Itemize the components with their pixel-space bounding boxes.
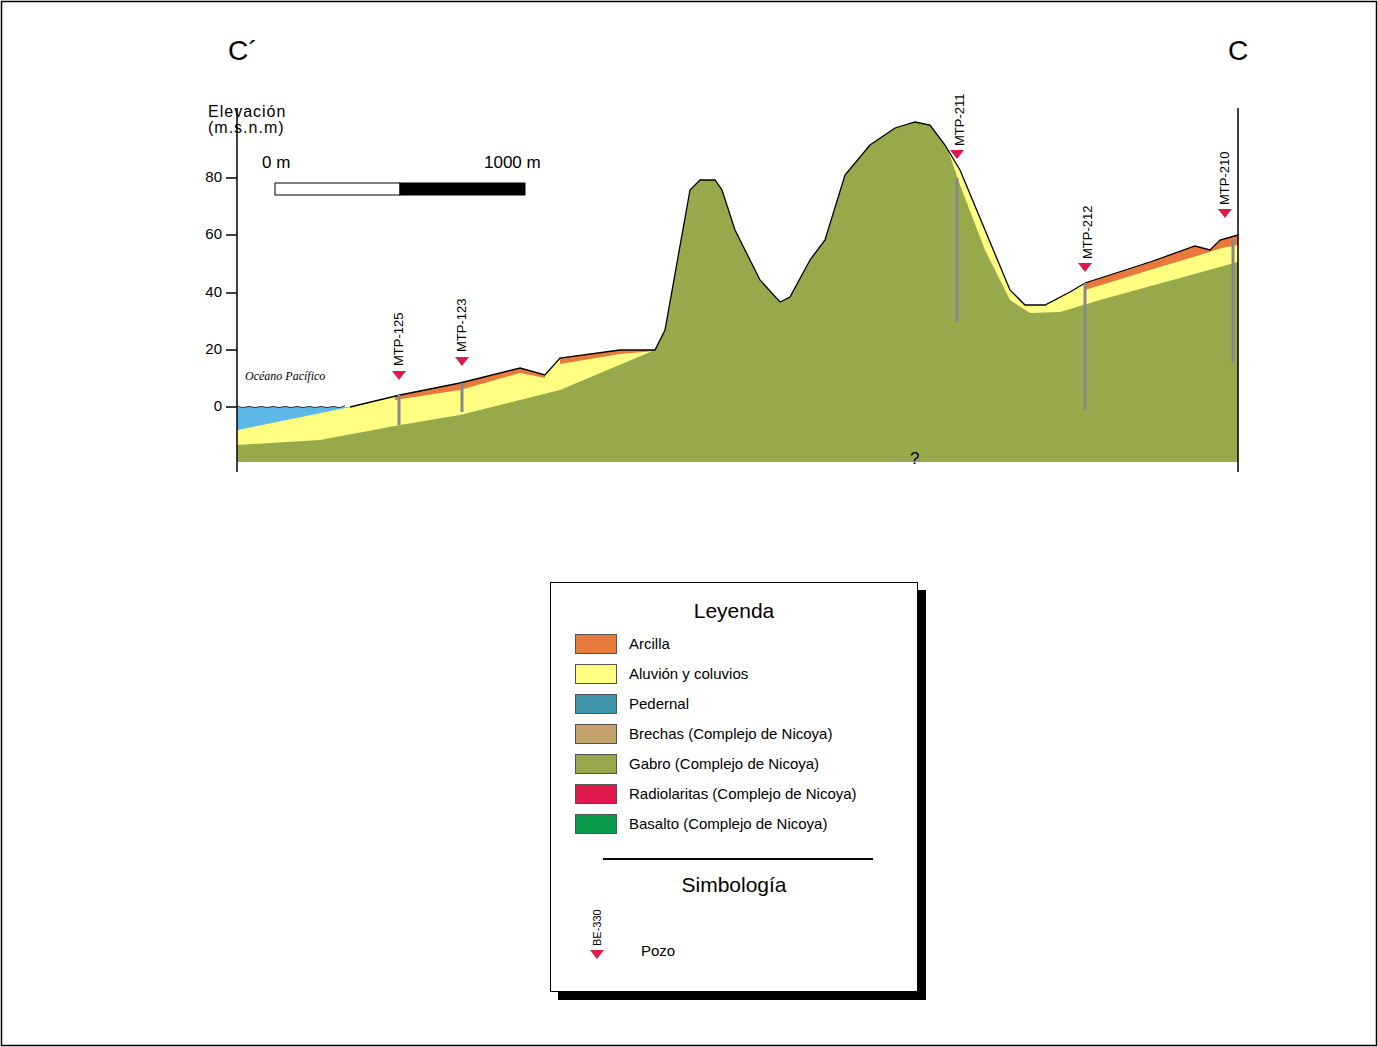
clay-layer [395,368,545,400]
legend-divider [603,858,873,860]
gabro-layer [237,122,1238,462]
legend-text: Radiolaritas (Complejo de Nicoya) [629,785,857,802]
well-bore [1084,283,1087,410]
tick-label: 40 [205,284,222,301]
well-bore [461,383,464,412]
tick-label: 0 [214,398,222,415]
well-name: MTP-210 [1218,152,1232,205]
legend-text: Arcilla [629,635,670,652]
axis-label: Océano Pacífico [245,370,325,383]
well-name: BE-330 [591,909,603,946]
legend-heading: Leyenda [551,599,917,623]
tick-label: 80 [205,169,222,186]
legend-swatch [575,694,617,714]
alluvium-layer [237,350,655,445]
clay-layer [1085,235,1238,290]
ground-surface [350,122,1238,407]
well-symbol [589,949,605,961]
legend-text: Pozo [641,942,675,959]
axis-label: C [1228,36,1248,67]
legend-swatch [575,664,617,684]
axis-label: 0 m [262,154,290,173]
well-marker [455,357,469,366]
well-bore [956,178,959,322]
well-name: MTP-212 [1081,206,1095,259]
axis-label: Elevación (m.s.n.m) [208,104,318,136]
axis-label: ? [910,450,919,469]
well-bore [1232,240,1235,363]
tick-label: 20 [205,341,222,358]
axis-label: 1000 m [484,154,541,173]
legend-box: LeyendaSimbología ArcillaAluvión y coluvi… [550,582,918,992]
axes [226,108,1238,472]
tick-label: 60 [205,226,222,243]
legend-text: Pedernal [629,695,689,712]
axis-label: C´ [228,36,258,67]
legend-text: Aluvión y coluvios [629,665,748,682]
legend-text: Brechas (Complejo de Nicoya) [629,725,832,742]
legend-heading: Simbología [551,873,917,897]
scale-bar [275,183,525,195]
sea-surface [237,406,345,408]
legend-swatch [575,634,617,654]
well-marker [392,371,406,380]
well-marker [1078,263,1092,272]
well-name: MTP-211 [953,94,967,147]
legend-swatch [575,784,617,804]
well-bore [398,395,401,425]
well-marker [1218,209,1232,218]
legend-swatch [575,814,617,834]
ocean [237,407,350,430]
legend-text: Basalto (Complejo de Nicoya) [629,815,827,832]
well-marker [950,150,964,159]
legend-swatch [575,724,617,744]
legend-text: Gabro (Complejo de Nicoya) [629,755,819,772]
geology [237,122,1238,462]
well-name: MTP-123 [455,299,469,352]
wells [392,150,1233,425]
legend-swatch [575,754,617,774]
well-name: MTP-125 [392,313,406,366]
alluvium-layer [945,145,1238,313]
